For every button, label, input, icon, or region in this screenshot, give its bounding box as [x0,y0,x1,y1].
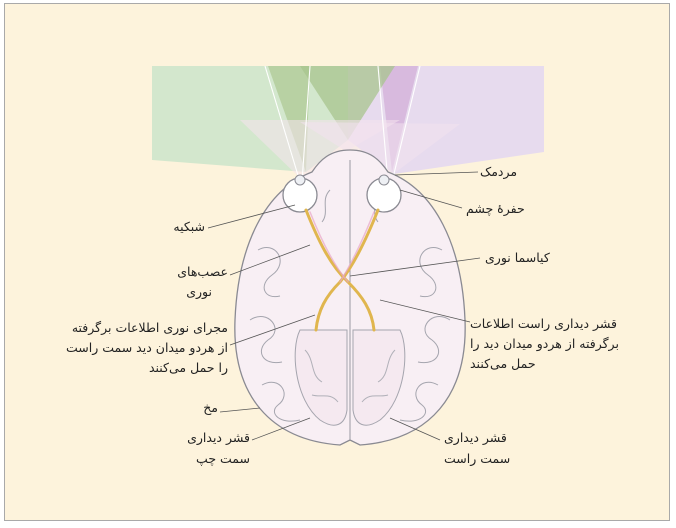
label-retina: شبکیه [173,219,205,234]
label-brain: مخ [203,400,218,415]
label-pupil: مردمک [480,164,517,180]
label-right-cortex-line-2: برگرفته از هردو میدان دید را [470,336,619,352]
label-left-visual-cortex-line-1: قشر دیداری [187,430,250,446]
label-optic-tract-line-1: مجرای نوری اطلاعات برگرفته [72,320,228,336]
label-left-visual-cortex-line-2: سمت چپ [196,451,250,466]
label-right-cortex-line-1: قشر دیداری راست اطلاعات [470,316,617,332]
label-optic-chiasm: کیاسما نوری [485,250,550,266]
label-optic-tract-line-2: از هردو میدان دید سمت راست [66,340,228,356]
label-eye-socket: حفرهٔ چشم [466,201,525,217]
label-right-visual-cortex-line-1: قشر دیداری [444,430,507,446]
brain [235,150,465,445]
label-right-visual-cortex-line-2: سمت راست [444,451,510,467]
label-optic-nerves-line-1: عصب‌های [177,264,228,279]
label-optic-nerves-line-2: نوری [186,284,212,300]
label-optic-tract-line-3: را حمل می‌کنند [149,360,228,376]
label-right-cortex-line-3: حمل می‌کنند [470,356,536,371]
